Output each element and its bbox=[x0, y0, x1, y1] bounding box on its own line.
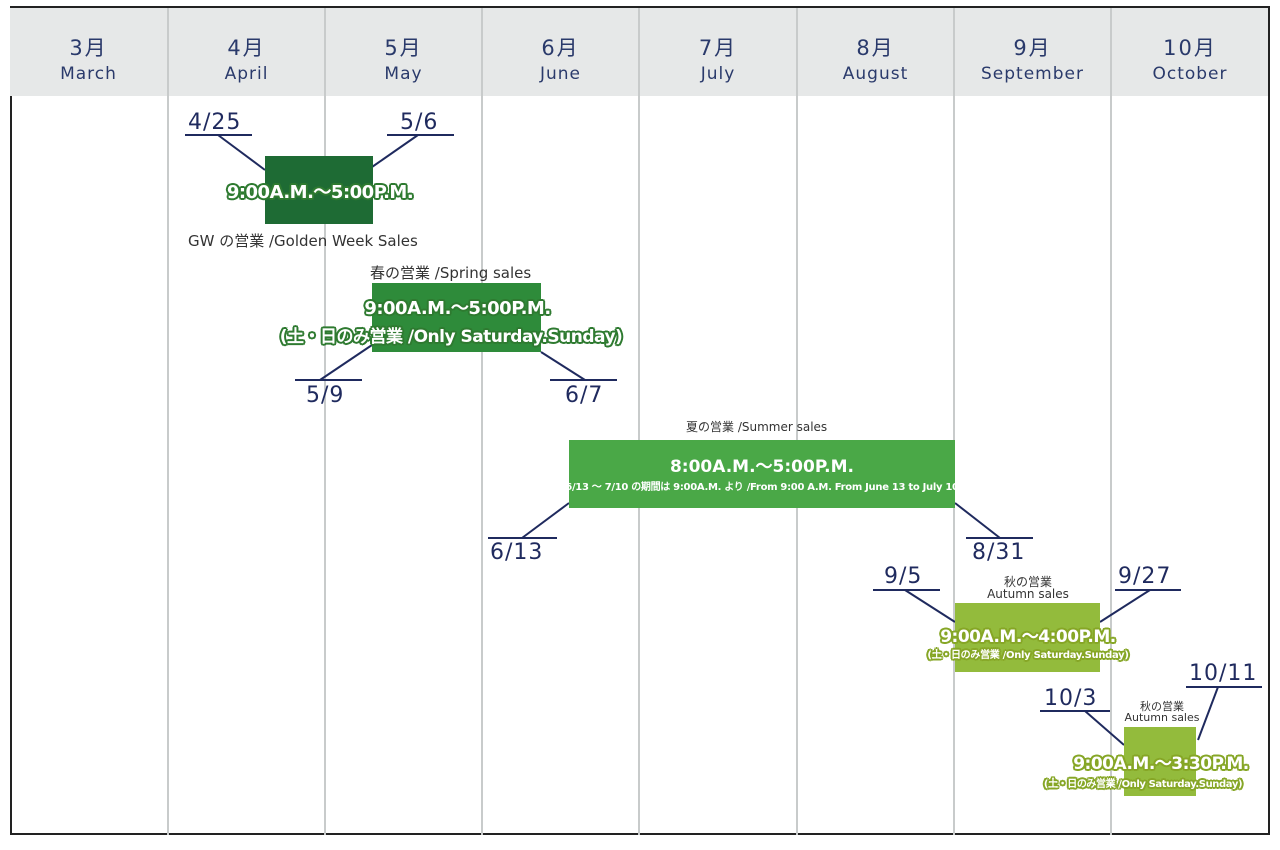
month-jp: 5月 bbox=[384, 36, 423, 60]
autumn1-start-date: 9/5 bbox=[884, 564, 923, 589]
autumn1-end-date: 9/27 bbox=[1118, 564, 1172, 589]
spring-period-box bbox=[372, 283, 541, 352]
month-jp: 7月 bbox=[698, 36, 738, 60]
gw-label: GW の営業 /Golden Week Sales bbox=[188, 232, 418, 250]
autumn1-title-en: Autumn sales bbox=[987, 587, 1069, 601]
connector bbox=[1084, 710, 1125, 746]
month-august: 8月 August bbox=[798, 8, 953, 96]
month-en: June bbox=[539, 64, 582, 84]
gw-hours: 9:00A.M.〜5:00P.M. bbox=[226, 182, 414, 203]
month-october: 10月 October bbox=[1112, 8, 1268, 96]
autumn1-note: (土・日のみ営業 /Only Saturday.Sunday) bbox=[927, 650, 1129, 661]
autumn2-note: (土・日のみ営業 /Only Saturday.Sunday) bbox=[1043, 779, 1243, 790]
summer-start-date: 6/13 bbox=[490, 540, 544, 565]
summer-hours: 8:00A.M.〜5:00P.M. bbox=[669, 457, 855, 477]
autumn2-start-date: 10/3 bbox=[1044, 686, 1098, 711]
month-april: 4月 April bbox=[169, 8, 324, 96]
grid-line bbox=[953, 8, 955, 835]
connector bbox=[521, 502, 570, 539]
spring-title: 春の営業 /Spring sales bbox=[370, 264, 532, 282]
month-march: 3月 March bbox=[10, 8, 167, 96]
month-jp: 6月 bbox=[541, 36, 580, 60]
autumn2-end-date: 10/11 bbox=[1189, 661, 1258, 686]
month-en: March bbox=[60, 64, 117, 84]
summer-title: 夏の営業 /Summer sales bbox=[686, 420, 828, 434]
grid-line bbox=[481, 8, 483, 835]
calendar-frame bbox=[10, 6, 1270, 835]
gw-end-date: 5/6 bbox=[400, 110, 439, 135]
spring-end-date: 6/7 bbox=[565, 383, 604, 408]
connector bbox=[371, 134, 419, 168]
month-september: 9月 September bbox=[955, 8, 1110, 96]
month-en: May bbox=[384, 64, 423, 84]
month-june: 6月 June bbox=[483, 8, 638, 96]
gw-start-date: 4/25 bbox=[188, 110, 242, 135]
month-en: October bbox=[1152, 64, 1228, 84]
connector bbox=[1099, 589, 1151, 623]
summer-note: (6/13 〜 7/10 の期間は 9:00A.M. より /From 9:00… bbox=[561, 482, 963, 493]
grid-line bbox=[1110, 8, 1112, 835]
autumn2-title-en: Autumn sales bbox=[1124, 711, 1200, 724]
month-jp: 3月 bbox=[69, 36, 108, 60]
month-en: July bbox=[700, 64, 736, 84]
connector bbox=[540, 351, 586, 381]
connector bbox=[217, 134, 266, 171]
autumn2-period-box bbox=[1124, 727, 1196, 796]
spring-start-date: 5/9 bbox=[306, 383, 345, 408]
month-en: September bbox=[981, 64, 1084, 84]
month-jp: 4月 bbox=[227, 36, 266, 60]
connector bbox=[1197, 686, 1219, 741]
autumn1-hours: 9:00A.M.〜4:00P.M. bbox=[940, 627, 1116, 647]
month-jp: 9月 bbox=[1013, 36, 1052, 60]
month-july: 7月 July bbox=[640, 8, 796, 96]
grid-line bbox=[167, 8, 169, 835]
month-may: 5月 May bbox=[326, 8, 481, 96]
grid-line bbox=[324, 8, 326, 835]
grid-line bbox=[638, 8, 640, 835]
autumn1-period-box bbox=[955, 603, 1100, 672]
spring-note: (土・日のみ営業 /Only Saturday.Sunday) bbox=[279, 327, 623, 347]
spring-hours: 9:00A.M.〜5:00P.M. bbox=[364, 298, 551, 319]
connector bbox=[954, 502, 1001, 539]
gw-period-box bbox=[265, 156, 373, 224]
month-jp: 10月 bbox=[1163, 36, 1217, 60]
grid-line bbox=[796, 8, 798, 835]
connector bbox=[319, 344, 373, 381]
autumn1-title-jp: 秋の営業 bbox=[1003, 575, 1052, 589]
autumn2-title-jp: 秋の営業 bbox=[1140, 700, 1184, 713]
month-en: August bbox=[842, 64, 909, 84]
connector bbox=[904, 589, 956, 623]
autumn2-hours: 9:00A.M.〜3:30P.M. bbox=[1073, 754, 1249, 774]
month-jp: 8月 bbox=[856, 36, 895, 60]
summer-period-box bbox=[569, 440, 955, 508]
month-en: April bbox=[224, 64, 269, 84]
summer-end-date: 8/31 bbox=[972, 540, 1026, 565]
